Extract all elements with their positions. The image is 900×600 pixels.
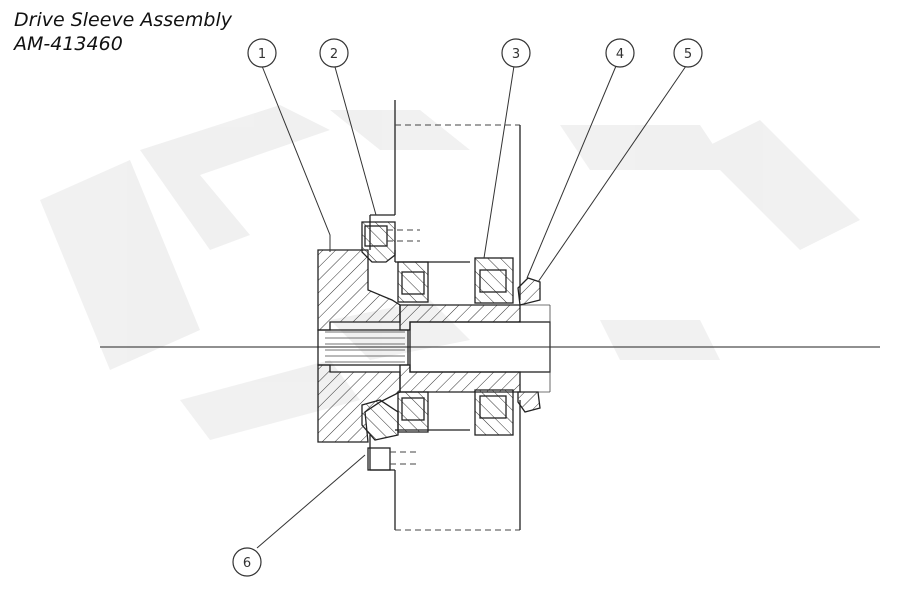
bearing-outer-upper [474,257,514,304]
drive-shaft [399,304,551,393]
callout-1-label: 1 [258,47,266,62]
leader-lines [256,65,687,549]
callout-3-label: 3 [512,47,520,62]
callout-2-label: 2 [330,47,338,62]
callout-4-label: 4 [616,47,624,62]
seal-upper [517,277,541,306]
retainer-plate-lower [361,399,399,441]
callout-5-label: 5 [684,47,692,62]
part-number: AM-413460 [14,33,123,55]
bearing-inner-lower [397,391,429,433]
title-block: Drive Sleeve Assembly AM-413460 [14,8,232,56]
retainer-plate-upper [361,221,396,263]
callout-6: 6 [232,547,262,577]
callout-1: 1 [247,38,277,68]
callout-4: 4 [605,38,635,68]
callout-6-label: 6 [243,556,251,571]
drive-sleeve-flange [317,249,409,443]
cap-screw-upper [364,225,420,247]
diagram-title: Drive Sleeve Assembly [14,9,232,31]
callout-2: 2 [319,38,349,68]
housing-upper [369,100,521,300]
seal-lower [517,391,541,413]
callout-5: 5 [673,38,703,68]
cap-screw-lower [367,447,420,471]
bearing-outer-lower [474,389,514,436]
callout-3: 3 [501,38,531,68]
bearing-inner-upper [397,261,429,303]
